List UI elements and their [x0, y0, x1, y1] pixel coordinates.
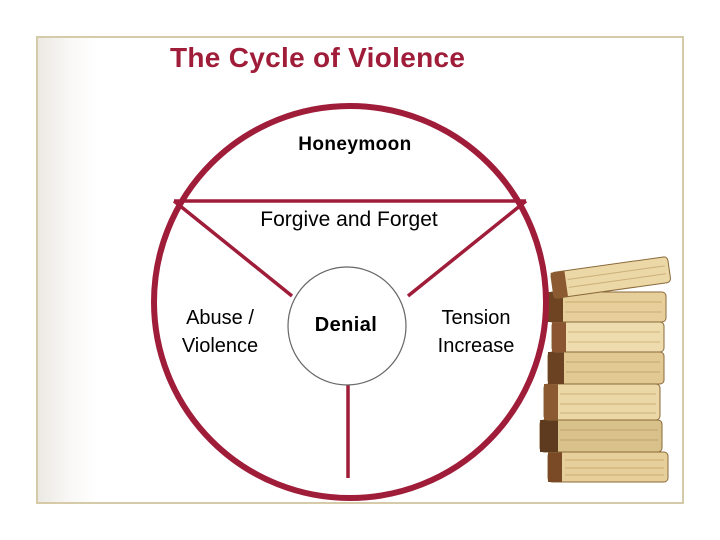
left-diagonal-divider	[172, 199, 294, 298]
cycle-ring	[151, 103, 549, 501]
denial-label: Denial	[314, 314, 378, 336]
stacked-books-icon	[539, 256, 671, 483]
abuse-violence-label: Abuse / Violence	[181, 307, 259, 357]
denial-circle	[287, 266, 407, 386]
forgive-and-forget-label: Forgive and Forget	[260, 208, 438, 231]
tension-increase-label: Tension Increase	[437, 307, 515, 357]
slide-title: The Cycle of Violence	[170, 42, 466, 73]
honeymoon-label: Honeymoon	[298, 134, 412, 155]
right-diagonal-divider	[406, 199, 528, 298]
cycle-dividers	[172, 199, 528, 478]
